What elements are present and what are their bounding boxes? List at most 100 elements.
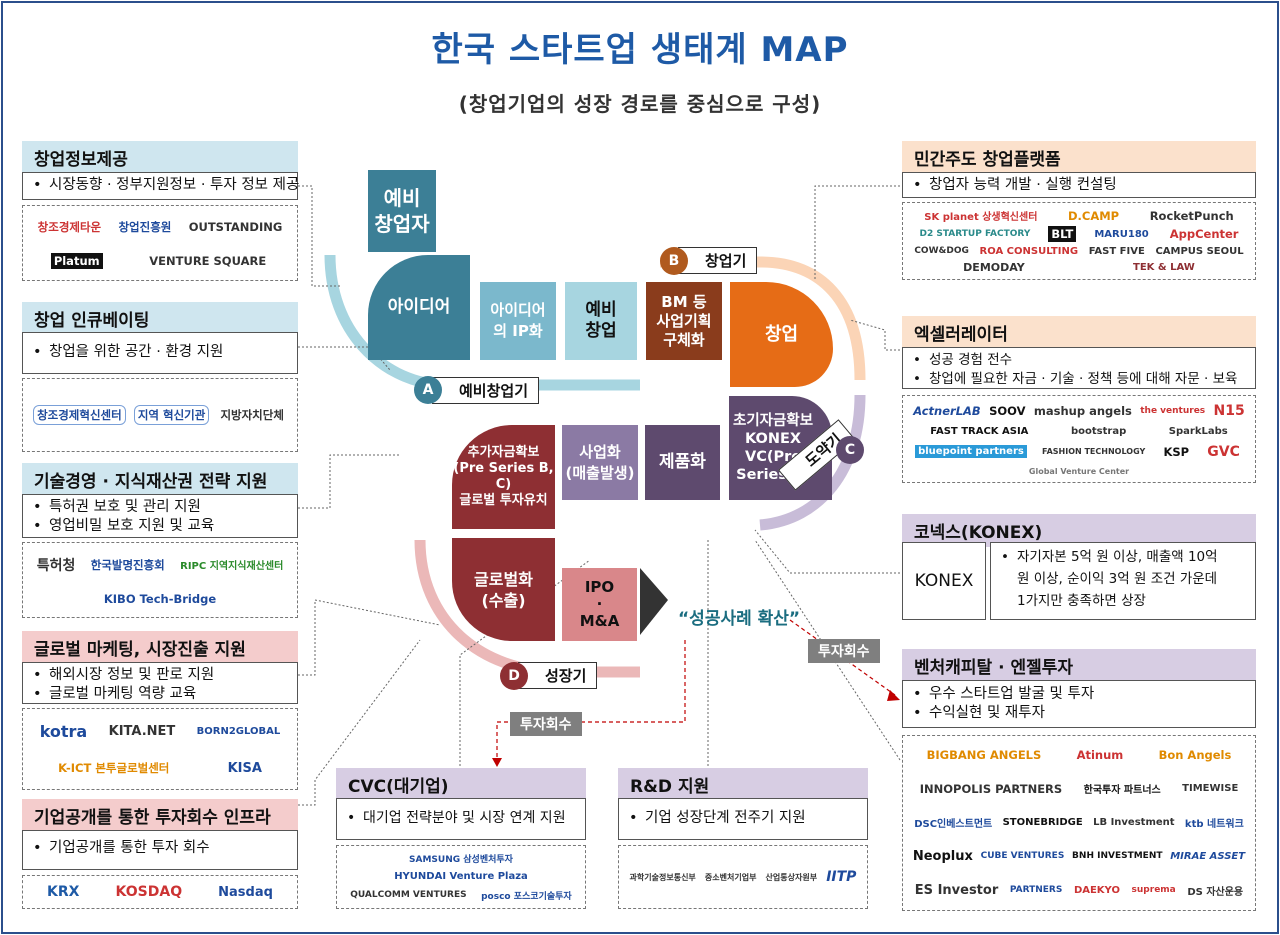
- logo-n15: N15: [1213, 402, 1245, 419]
- logo-motie: 산업통상자원부: [765, 872, 818, 882]
- logo-kised: 창업진흥원: [118, 219, 172, 234]
- logo-cowdog: COW&DOG: [914, 246, 969, 257]
- logo-timewise: TIMEWISE: [1182, 783, 1239, 795]
- logo-esinvestor: ES Investor: [914, 882, 999, 898]
- right-1-bullets: 창업자 능력 개발 · 실행 컨설팅: [902, 172, 1256, 198]
- left-3-bullet-2: 영업비밀 보호 지원 및 교육: [33, 517, 287, 536]
- logo-ripc: RIPC 지역지식재산센터: [180, 561, 284, 572]
- tile-idea-ip: 아이디어 의 IP화: [480, 282, 556, 360]
- logo-fasttrack: FAST TRACK ASIA: [930, 425, 1029, 437]
- pre-founder-tile: 예비 창업자: [368, 170, 436, 252]
- logo-bootstrap: bootstrap: [1070, 425, 1127, 437]
- logo-appcenter: AppCenter: [1169, 227, 1239, 242]
- logo-qualcomm: QUALCOMM VENTURES: [350, 890, 467, 901]
- ipo-arrow: [640, 568, 668, 635]
- right-1-header: 민간주도 창업플랫폼: [902, 141, 1256, 174]
- logo-ktb: ktb 네트워크: [1184, 818, 1244, 830]
- logo-global-venture-center: Global Venture Center: [1028, 466, 1130, 476]
- right-2-header: 엑셀러레이터: [902, 316, 1256, 349]
- right-1-logos: SK planet 상생혁신센터 D.CAMP RocketPunch D2 S…: [902, 202, 1256, 280]
- logo-mss: 중소벤처기업부: [704, 872, 757, 882]
- left-5-header: 기업공개를 통한 투자회수 인프라: [22, 799, 298, 832]
- logo-msit: 과학기술정보통신부: [629, 872, 696, 882]
- logo-kipa: 한국발명진흥회: [90, 557, 165, 572]
- logo-posco: posco 포스코기술투자: [481, 891, 572, 902]
- tile-idea: 아이디어: [368, 255, 470, 360]
- logo-demoday: DEMODAY: [963, 260, 1025, 274]
- left-4-bullet-1: 해외시장 정보 및 판로 지원: [33, 666, 287, 685]
- logo-bnh: BNH INVESTMENT: [1072, 851, 1163, 862]
- logo-maru180: MARU180: [1094, 228, 1149, 240]
- right-2-bullets: 성공 경험 전수 창업에 필요한 자금 · 기술 · 정책 등에 대해 자문 ·…: [902, 347, 1256, 389]
- logo-kisa: KISA: [227, 760, 262, 776]
- logo-changjo: 창조경제타운: [37, 219, 102, 234]
- page-title: 한국 스타트업 생태계 MAP: [431, 30, 849, 70]
- success-spread-label: “성공사례 확산”: [678, 609, 801, 629]
- logo-partners: PARTNERS: [1009, 885, 1063, 896]
- bottom-2-bullet-1: 기업 성장단계 전주기 지원: [629, 809, 857, 828]
- right-3-bullet-1b: 원 이상, 순이익 3억 원 조건 가운데: [1017, 571, 1218, 587]
- logo-bluepoint: bluepoint partners: [915, 445, 1027, 458]
- stage-label-a: 예비창업기: [432, 377, 540, 404]
- left-1-bullet-1: 시장동향 · 정부지원정보 · 투자 정보 제공: [33, 176, 299, 195]
- right-1-bullet-1: 창업자 능력 개발 · 실행 컨설팅: [913, 176, 1245, 195]
- left-4-header: 글로벌 마케팅, 시장진출 지원: [22, 631, 298, 664]
- bottom-2-header: R&D 지원: [618, 768, 868, 801]
- track-b: [660, 256, 866, 381]
- logo-iitp: IITP: [826, 869, 857, 885]
- stage-badge-a: A: [414, 376, 442, 404]
- logo-kipo: 특허청: [36, 557, 76, 574]
- logo-bigbang: BIGBANG ANGELS: [926, 748, 1042, 763]
- logo-ds: DS 자산운용: [1187, 886, 1244, 898]
- logo-miraeasset: MIRAE ASSET: [1170, 850, 1246, 862]
- stage-badge-b: B: [660, 247, 688, 275]
- logo-local-gov: 지방자치단체: [220, 408, 284, 422]
- bottom-2-logos: 과학기술정보통신부 중소벤처기업부 산업통상자원부 IITP: [618, 845, 868, 909]
- bottom-1-bullet-1: 대기업 전략분야 및 시장 연계 지원: [347, 809, 575, 828]
- right-2-bullet-1: 성공 경험 전수: [913, 351, 1245, 370]
- logo-roa: ROA CONSULTING: [979, 245, 1079, 257]
- logo-born2global: BORN2GLOBAL: [196, 725, 281, 737]
- tile-product: 제품화: [645, 425, 720, 500]
- tile-bm: BM 등 사업기획 구체화: [646, 282, 722, 360]
- bottom-1-logos: SAMSUNG 삼성벤처투자 HYUNDAI Venture Plaza QUA…: [336, 845, 586, 909]
- left-5-bullet-1: 기업공개를 통한 투자 회수: [33, 839, 287, 858]
- left-4-bullet-2: 글로벌 마케팅 역량 교육: [33, 685, 287, 704]
- left-2-header: 창업 인큐베이팅: [22, 302, 298, 335]
- stage-label-d: 성장기: [518, 662, 598, 689]
- left-5-logos: KRX KOSDAQ Nasdaq: [22, 875, 298, 909]
- right-2-bullet-2: 창업에 필요한 자금 · 기술 · 정책 등에 대해 자문 · 보육: [913, 370, 1245, 389]
- logo-rocketpunch: RocketPunch: [1149, 208, 1234, 223]
- right-4-bullet-1: 우수 스타트업 발굴 및 투자: [913, 685, 1245, 704]
- logo-dcamp: D.CAMP: [1067, 208, 1120, 223]
- logo-blt: BLT: [1048, 226, 1077, 243]
- logo-korea-investment: 한국투자 파트너스: [1083, 785, 1161, 797]
- logo-nasdaq: Nasdaq: [218, 884, 273, 900]
- logo-kotra: kotra: [39, 721, 88, 741]
- left-1-header: 창업정보제공: [22, 141, 298, 174]
- left-3-bullet-1: 특허권 보호 및 관리 지원: [33, 498, 287, 517]
- logo-daekyo: DAEKYO: [1073, 884, 1120, 896]
- logo-krx: KRX: [47, 884, 80, 900]
- logo-samsung: SAMSUNG 삼성벤처투자: [409, 855, 513, 866]
- tile-commercial: 사업화 (매출발생): [562, 425, 638, 500]
- logo-kosdaq: KOSDAQ: [115, 884, 183, 900]
- konex-box: KONEX: [902, 542, 986, 620]
- right-3-bullets: 자기자본 5억 원 이상, 매출액 10억 원 이상, 순이익 3억 원 조건 …: [990, 542, 1256, 620]
- left-3-header: 기술경영 · 지식재산권 전략 지원: [22, 463, 298, 496]
- track-c: [759, 394, 866, 531]
- logo-skplanet: SK planet 상생혁신센터: [924, 212, 1038, 224]
- right-4-header: 벤처캐피탈 · 엔젤투자: [902, 649, 1256, 682]
- logo-regional-innovation: 지역 혁신기관: [133, 405, 210, 425]
- logo-hyundai: HYUNDAI Venture Plaza: [394, 871, 528, 883]
- logo-atinum: Atinum: [1076, 748, 1124, 763]
- tile-ipo: IPO · M&A: [562, 568, 637, 641]
- logo-sparklabs: SparkLabs: [1168, 425, 1228, 437]
- exit-tag-2: 투자회수: [510, 712, 582, 736]
- left-2-logos: 창조경제혁신센터 지역 혁신기관 지방자치단체: [22, 378, 298, 452]
- right-2-logos: ActnerLAB SOOV mashup angels the venture…: [902, 395, 1256, 483]
- left-1-bullets: 시장동향 · 정부지원정보 · 투자 정보 제공: [22, 172, 299, 200]
- right-3-bullet-1c: 1가지만 충족하면 상장: [1017, 593, 1146, 609]
- tile-pre-startup: 예비 창업: [565, 282, 637, 360]
- logo-outstanding: OUTSTANDING: [188, 219, 283, 234]
